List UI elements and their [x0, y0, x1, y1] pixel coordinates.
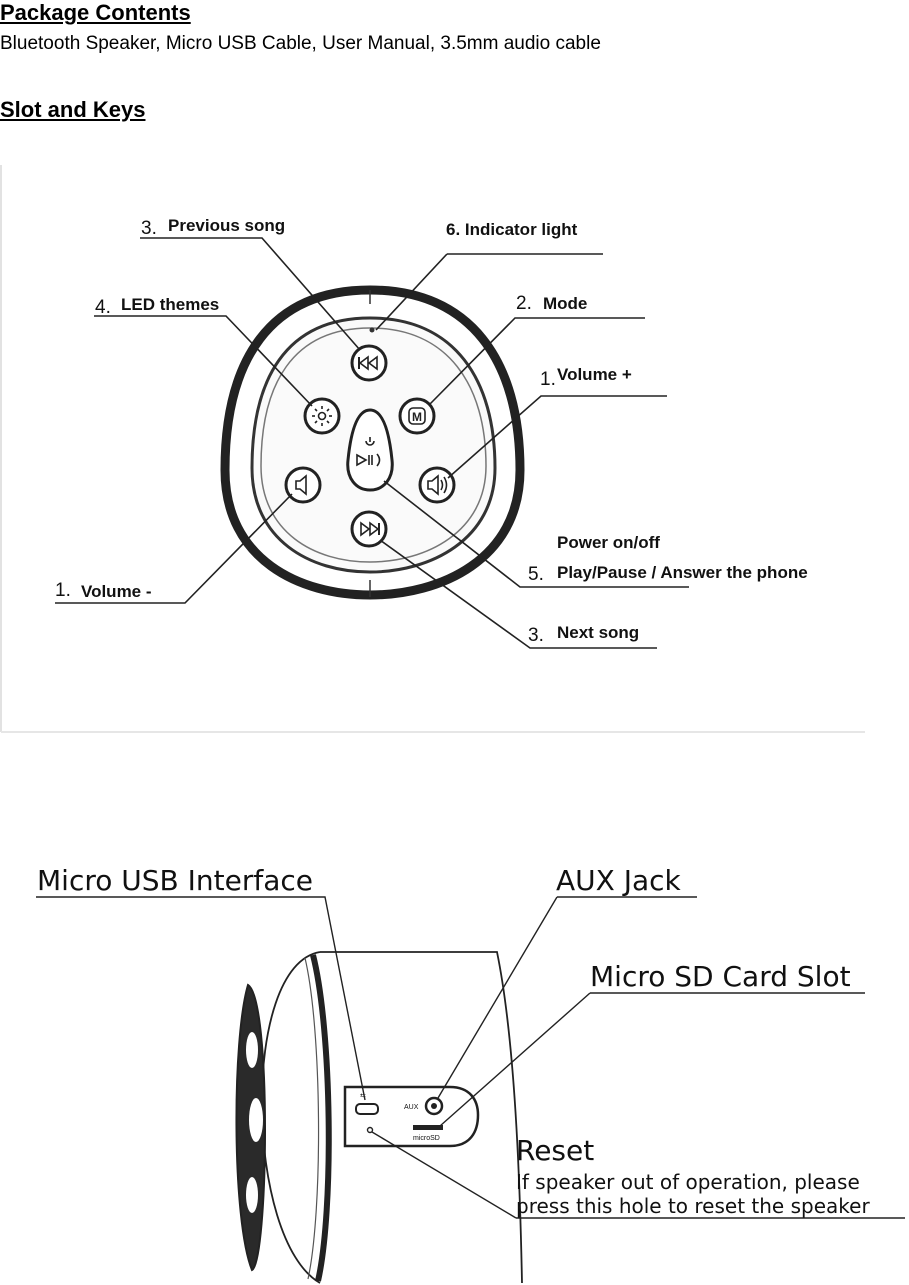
play-pause-button[interactable]: [346, 408, 394, 492]
reset-label: Reset: [516, 1134, 594, 1167]
slot-and-keys-heading: Slot and Keys: [0, 97, 146, 122]
reset-description-line1: If speaker out of operation, please: [516, 1170, 860, 1194]
next-icon: [360, 521, 380, 537]
previous-song-button[interactable]: [350, 344, 388, 382]
led-themes-button[interactable]: [303, 397, 341, 435]
volume-up-label: Volume +: [557, 365, 632, 384]
next-song-button[interactable]: [350, 510, 388, 548]
port-panel: [343, 1085, 480, 1148]
speaker-front-face: [235, 983, 266, 1272]
prev-icon: [358, 355, 378, 371]
micro-sd-slot: [413, 1125, 443, 1130]
speaker-side-body: [320, 951, 523, 1284]
led-themes-label: LED themes: [121, 295, 219, 314]
power-label: Power on/off: [557, 533, 660, 552]
micro-sd-label: Micro SD Card Slot: [590, 960, 851, 993]
micro-usb-label: Micro USB Interface: [37, 864, 313, 897]
play-pause-icon: [356, 437, 381, 467]
svg-text:M: M: [412, 410, 422, 424]
play-pause-label: Play/Pause / Answer the phone: [557, 563, 808, 582]
aux-jack-label: AUX Jack: [556, 864, 682, 897]
indicator-light-label: 6. Indicator light: [446, 220, 578, 239]
volume-up-icon: [427, 474, 448, 496]
volume-down-label: Volume -: [81, 582, 152, 601]
button-layout-diagram: M: [0, 165, 865, 733]
led-icon: [312, 406, 332, 426]
mode-number: 2.: [516, 293, 532, 314]
mode-label: Mode: [543, 294, 587, 313]
next-song-label: Next song: [557, 623, 639, 642]
mode-icon: [408, 407, 426, 425]
indicator-light: [369, 327, 375, 333]
aux-jack-port: [424, 1096, 444, 1116]
mode-button[interactable]: M: [398, 397, 436, 435]
previous-song-label: Previous song: [168, 216, 285, 235]
package-contents-heading: Package Contents: [0, 0, 191, 25]
package-contents-text: Bluetooth Speaker, Micro USB Cable, User…: [0, 33, 601, 54]
volume-up-number: 1.: [540, 369, 556, 390]
reset-hole: [366, 1126, 374, 1134]
previous-song-number: 3.: [141, 218, 157, 239]
reset-description-line2: press this hole to reset the speaker: [516, 1194, 870, 1218]
volume-down-icon: [295, 474, 307, 496]
led-themes-number: 4.: [95, 297, 111, 318]
side-callout-lines: [36, 896, 905, 1219]
volume-up-button[interactable]: [418, 466, 456, 504]
sd-tag: microSD: [413, 1135, 440, 1142]
micro-usb-port: [355, 1103, 379, 1115]
play-pause-number: 5.: [528, 564, 544, 585]
callout-lines: [55, 237, 689, 649]
aux-tag: AUX: [404, 1104, 419, 1111]
volume-down-button[interactable]: [284, 466, 322, 504]
volume-down-number: 1.: [55, 580, 71, 601]
next-song-number: 3.: [528, 625, 544, 646]
svg-text:⇆: ⇆: [360, 1093, 366, 1100]
